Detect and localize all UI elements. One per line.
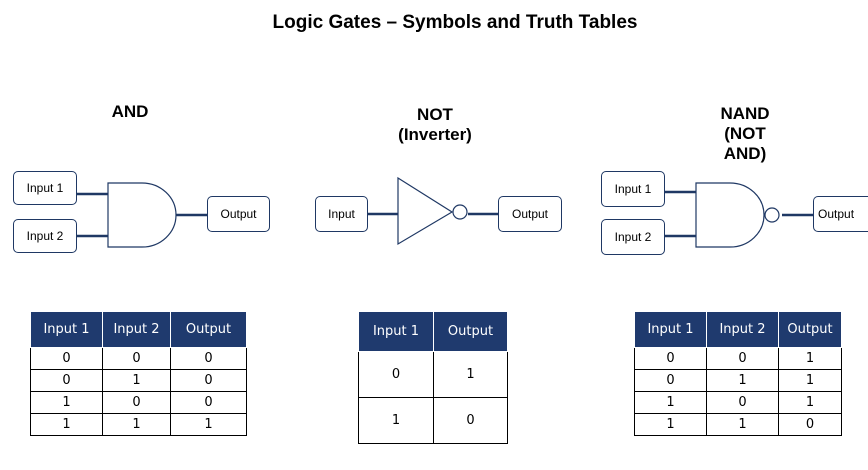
table-cell: 1 xyxy=(778,369,842,392)
table-row: 0 1 xyxy=(358,351,508,398)
not-input-box: Input xyxy=(315,196,368,232)
table-row: 1 0 1 xyxy=(634,391,842,414)
table-cell: 0 xyxy=(170,391,247,414)
table-cell: 0 xyxy=(30,369,103,392)
table-cell: 1 xyxy=(433,351,508,398)
table-cell: 1 xyxy=(358,397,434,444)
nand-title-line3: AND) xyxy=(723,144,767,163)
table-cell: 1 xyxy=(634,413,707,436)
nand-gate-symbol xyxy=(695,182,765,248)
table-cell: 0 xyxy=(170,347,247,370)
table-row: 0 0 1 xyxy=(634,347,842,370)
table-cell: 0 xyxy=(170,369,247,392)
nand-header-input1: Input 1 xyxy=(634,311,707,348)
table-cell: 1 xyxy=(30,413,103,436)
nand-header-input2: Input 2 xyxy=(706,311,779,348)
not-truth-table: Input 1 Output 0 1 1 0 xyxy=(358,311,508,444)
not-header-output: Output xyxy=(433,311,508,352)
nand-title-line1: NAND xyxy=(720,104,770,123)
and-output-box: Output xyxy=(207,196,270,232)
table-row: 1 1 0 xyxy=(634,413,842,436)
table-row: 0 1 0 xyxy=(30,369,247,392)
table-cell: 0 xyxy=(706,391,779,414)
nand-gate-title: NAND (NOT AND) xyxy=(700,104,790,164)
table-row: 0 1 1 xyxy=(634,369,842,392)
and-gate-symbol xyxy=(107,182,177,248)
not-title-line2: (Inverter) xyxy=(398,125,472,144)
table-cell: 1 xyxy=(706,369,779,392)
table-cell: 0 xyxy=(102,391,171,414)
nand-input2-box: Input 2 xyxy=(601,219,665,255)
nand-title-line2: (NOT xyxy=(724,124,766,143)
table-cell: 0 xyxy=(706,347,779,370)
and-header-input2: Input 2 xyxy=(102,311,171,348)
not-output-box: Output xyxy=(498,196,562,232)
and-input1-box: Input 1 xyxy=(13,171,77,205)
nand-bubble xyxy=(764,207,780,223)
not-header-input1: Input 1 xyxy=(358,311,434,352)
nand-input1-box: Input 1 xyxy=(601,171,665,207)
table-cell: 1 xyxy=(102,413,171,436)
table-row: 1 1 1 xyxy=(30,413,247,436)
page-title: Logic Gates – Symbols and Truth Tables xyxy=(272,12,638,33)
table-cell: 1 xyxy=(706,413,779,436)
table-row: 0 0 0 xyxy=(30,347,247,370)
and-header-input1: Input 1 xyxy=(30,311,103,348)
table-cell: 0 xyxy=(778,413,842,436)
table-cell: 1 xyxy=(778,347,842,370)
and-truth-table: Input 1 Input 2 Output 0 0 0 0 1 0 1 0 0… xyxy=(30,311,247,436)
nand-truth-table: Input 1 Input 2 Output 0 0 1 0 1 1 1 0 1… xyxy=(634,311,842,436)
table-cell: 1 xyxy=(634,391,707,414)
table-cell: 1 xyxy=(778,391,842,414)
nand-output-box: Output xyxy=(813,196,868,232)
table-cell: 0 xyxy=(358,351,434,398)
table-cell: 0 xyxy=(634,369,707,392)
not-gate-symbol xyxy=(397,176,454,246)
not-bubble xyxy=(452,204,468,220)
and-gate-title: AND xyxy=(111,102,149,121)
nand-header-output: Output xyxy=(778,311,842,348)
table-cell: 1 xyxy=(170,413,247,436)
table-cell: 0 xyxy=(30,347,103,370)
table-cell: 1 xyxy=(30,391,103,414)
table-cell: 1 xyxy=(102,369,171,392)
and-header-output: Output xyxy=(170,311,247,348)
table-cell: 0 xyxy=(634,347,707,370)
not-title-line1: NOT xyxy=(417,105,453,124)
table-cell: 0 xyxy=(102,347,171,370)
table-row: 1 0 0 xyxy=(30,391,247,414)
and-input2-box: Input 2 xyxy=(13,219,77,253)
not-gate-title: NOT (Inverter) xyxy=(375,105,495,145)
table-row: 1 0 xyxy=(358,397,508,444)
table-cell: 0 xyxy=(433,397,508,444)
